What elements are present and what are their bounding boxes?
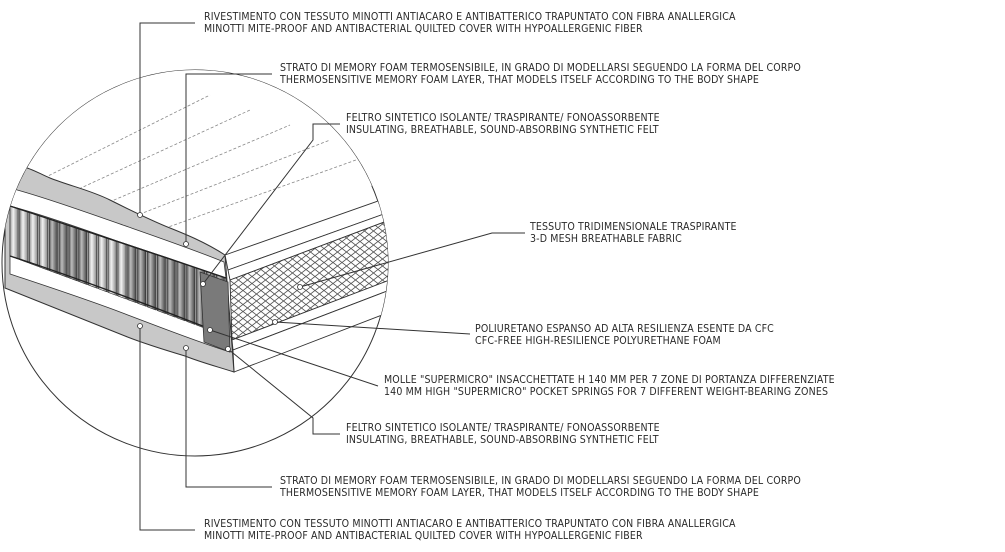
leader-cover-top (139, 22, 195, 215)
pocket-spring (147, 251, 156, 311)
label-memory-bottom-it: STRATO DI MEMORY FOAM TERMOSENSIBILE, IN… (280, 475, 801, 487)
pocket-spring (137, 248, 146, 307)
cut-face-felt-top (9, 205, 227, 279)
label-felt-top-it: FELTRO SINTETICO ISOLANTE/ TRASPIRANTE/ … (346, 112, 660, 124)
leader-cover-bottom (139, 326, 195, 531)
label-felt-top: FELTRO SINTETICO ISOLANTE/ TRASPIRANTE/ … (346, 112, 660, 136)
label-memory-bottom: STRATO DI MEMORY FOAM TERMOSENSIBILE, IN… (280, 475, 801, 499)
leader-felt-top (202, 123, 340, 285)
label-springs-en: 140 MM HIGH "SUPERMICRO" POCKET SPRINGS … (384, 386, 829, 398)
pocket-spring (39, 215, 48, 271)
label-mesh-it: TESSUTO TRIDIMENSIONALE TRASPIRANTE (530, 221, 737, 233)
label-springs: MOLLE "SUPERMICRO" INSACCHETTATE H 140 M… (384, 374, 835, 398)
quilt-stitch-lines (39, 94, 371, 231)
cut-face-felt-bottom (9, 255, 229, 337)
side-felt-top (227, 209, 388, 281)
label-cover-top-en: MINOTTI MITE-PROOF AND ANTIBACTERIAL QUI… (204, 23, 643, 35)
label-foam-en: CFC-FREE HIGH-RESILIENCE POLYURETHANE FO… (475, 335, 721, 347)
pocket-spring (107, 238, 117, 296)
leader-mesh (299, 232, 525, 288)
leader-memory-bottom (185, 348, 272, 488)
label-cover-top-it: RIVESTIMENTO CON TESSUTO MINOTTI ANTIACA… (204, 11, 736, 23)
label-cover-top: RIVESTIMENTO CON TESSUTO MINOTTI ANTIACA… (204, 11, 736, 35)
label-foam: POLIURETANO ESPANSO AD ALTA RESILIENZA E… (475, 323, 774, 347)
leader-springs (209, 329, 379, 387)
label-springs-it: MOLLE "SUPERMICRO" INSACCHETTATE H 140 M… (384, 374, 835, 386)
pocket-spring (117, 241, 127, 300)
pocket-spring (9, 205, 19, 260)
label-cover-bottom: RIVESTIMENTO CON TESSUTO MINOTTI ANTIACA… (204, 518, 736, 542)
leader-dots (137, 212, 303, 352)
label-cover-bottom-it: RIVESTIMENTO CON TESSUTO MINOTTI ANTIACA… (204, 518, 736, 530)
pocket-spring (166, 257, 176, 318)
foam-block (199, 271, 231, 353)
leader-memory-top (185, 73, 272, 244)
pocket-spring (68, 225, 78, 282)
side-felt-bottom (231, 277, 388, 351)
label-felt-bottom-en: INSULATING, BREATHABLE, SOUND-ABSORBING … (346, 434, 659, 446)
pocket-spring (176, 261, 186, 322)
side-mesh (229, 217, 388, 341)
label-memory-top-it: STRATO DI MEMORY FOAM TERMOSENSIBILE, IN… (280, 62, 801, 74)
label-memory-top: STRATO DI MEMORY FOAM TERMOSENSIBILE, IN… (280, 62, 801, 86)
label-felt-bottom-it: FELTRO SINTETICO ISOLANTE/ TRASPIRANTE/ … (346, 422, 660, 434)
pocket-spring (19, 208, 29, 264)
pocket-spring (127, 244, 137, 304)
label-felt-bottom: FELTRO SINTETICO ISOLANTE/ TRASPIRANTE/ … (346, 422, 660, 446)
label-foam-it: POLIURETANO ESPANSO AD ALTA RESILIENZA E… (475, 323, 774, 335)
pocket-spring (98, 235, 107, 293)
pocket-spring (186, 264, 196, 325)
pocket-spring (156, 254, 166, 314)
label-mesh: TESSUTO TRIDIMENSIONALE TRASPIRANTE 3-D … (530, 221, 737, 245)
label-cover-bottom-en: MINOTTI MITE-PROOF AND ANTIBACTERIAL QUI… (204, 530, 643, 542)
pocket-spring (78, 228, 88, 285)
pocket-spring (58, 221, 68, 278)
label-felt-top-en: INSULATING, BREATHABLE, SOUND-ABSORBING … (346, 124, 659, 136)
pocket-spring (29, 212, 38, 267)
label-memory-bottom-en: THERMOSENSITIVE MEMORY FOAM LAYER, THAT … (280, 487, 759, 499)
pocket-spring (48, 218, 58, 274)
leader-foam (274, 321, 471, 335)
pocket-spring (88, 231, 97, 289)
label-mesh-en: 3-D MESH BREATHABLE FABRIC (530, 233, 682, 245)
leader-lines (139, 22, 525, 531)
label-memory-top-en: THERMOSENSITIVE MEMORY FOAM LAYER, THAT … (280, 74, 759, 86)
side-cover-top (224, 194, 388, 271)
leader-felt-bottom (227, 348, 340, 435)
